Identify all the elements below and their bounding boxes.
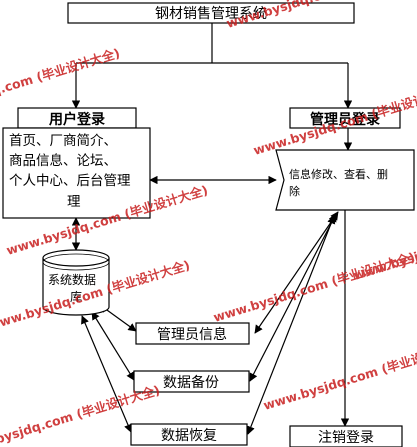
connector-ops-admininfo	[254, 211, 339, 334]
connector-db-restore	[81, 315, 132, 433]
watermark-text: www.bysjdq.com (毕业设计大全)	[261, 337, 417, 413]
database-node: 系统数据 库	[42, 249, 110, 316]
title-label: 钢材销售管理系统	[155, 6, 267, 22]
logout-node: 注销登录	[289, 425, 403, 447]
admin-info-label: 管理员信息	[157, 326, 227, 343]
connector-ops-restore	[246, 215, 336, 435]
title-node: 钢材销售管理系统	[67, 2, 355, 24]
user-login-node: 用户登录	[17, 107, 137, 129]
database-line: 库	[70, 289, 82, 304]
admin-ops-line: 信息修改、查看、删	[289, 167, 388, 181]
data-backup-label: 数据备份	[163, 374, 219, 391]
user-login-label: 用户登录	[49, 111, 105, 128]
admin-ops-node: 信息修改、查看、删 除	[275, 149, 415, 211]
data-backup-node: 数据备份	[133, 370, 250, 393]
admin-ops-line: 除	[289, 184, 300, 198]
data-restore-label: 数据恢复	[161, 427, 217, 444]
user-menu-line: 首页、厂商简介、	[9, 132, 117, 149]
user-menu-node: 首页、厂商简介、 商品信息、论坛、 个人中心、后台管理 理	[2, 127, 151, 219]
user-menu-line: 商品信息、论坛、	[9, 152, 117, 169]
user-menu-line: 个人中心、后台管理	[9, 173, 131, 189]
data-restore-node: 数据恢复	[130, 423, 248, 446]
connector-db-backup	[91, 311, 135, 381]
user-menu-line: 理	[67, 194, 81, 210]
watermark-text: www.bysjdq.com (毕业设计大全)	[351, 207, 417, 283]
admin-login-label: 管理员登录	[310, 111, 380, 128]
logout-label: 注销登录	[318, 430, 374, 446]
admin-info-node: 管理员信息	[135, 322, 250, 345]
database-line: 系统数据	[48, 272, 96, 287]
admin-login-node: 管理员登录	[289, 107, 401, 129]
